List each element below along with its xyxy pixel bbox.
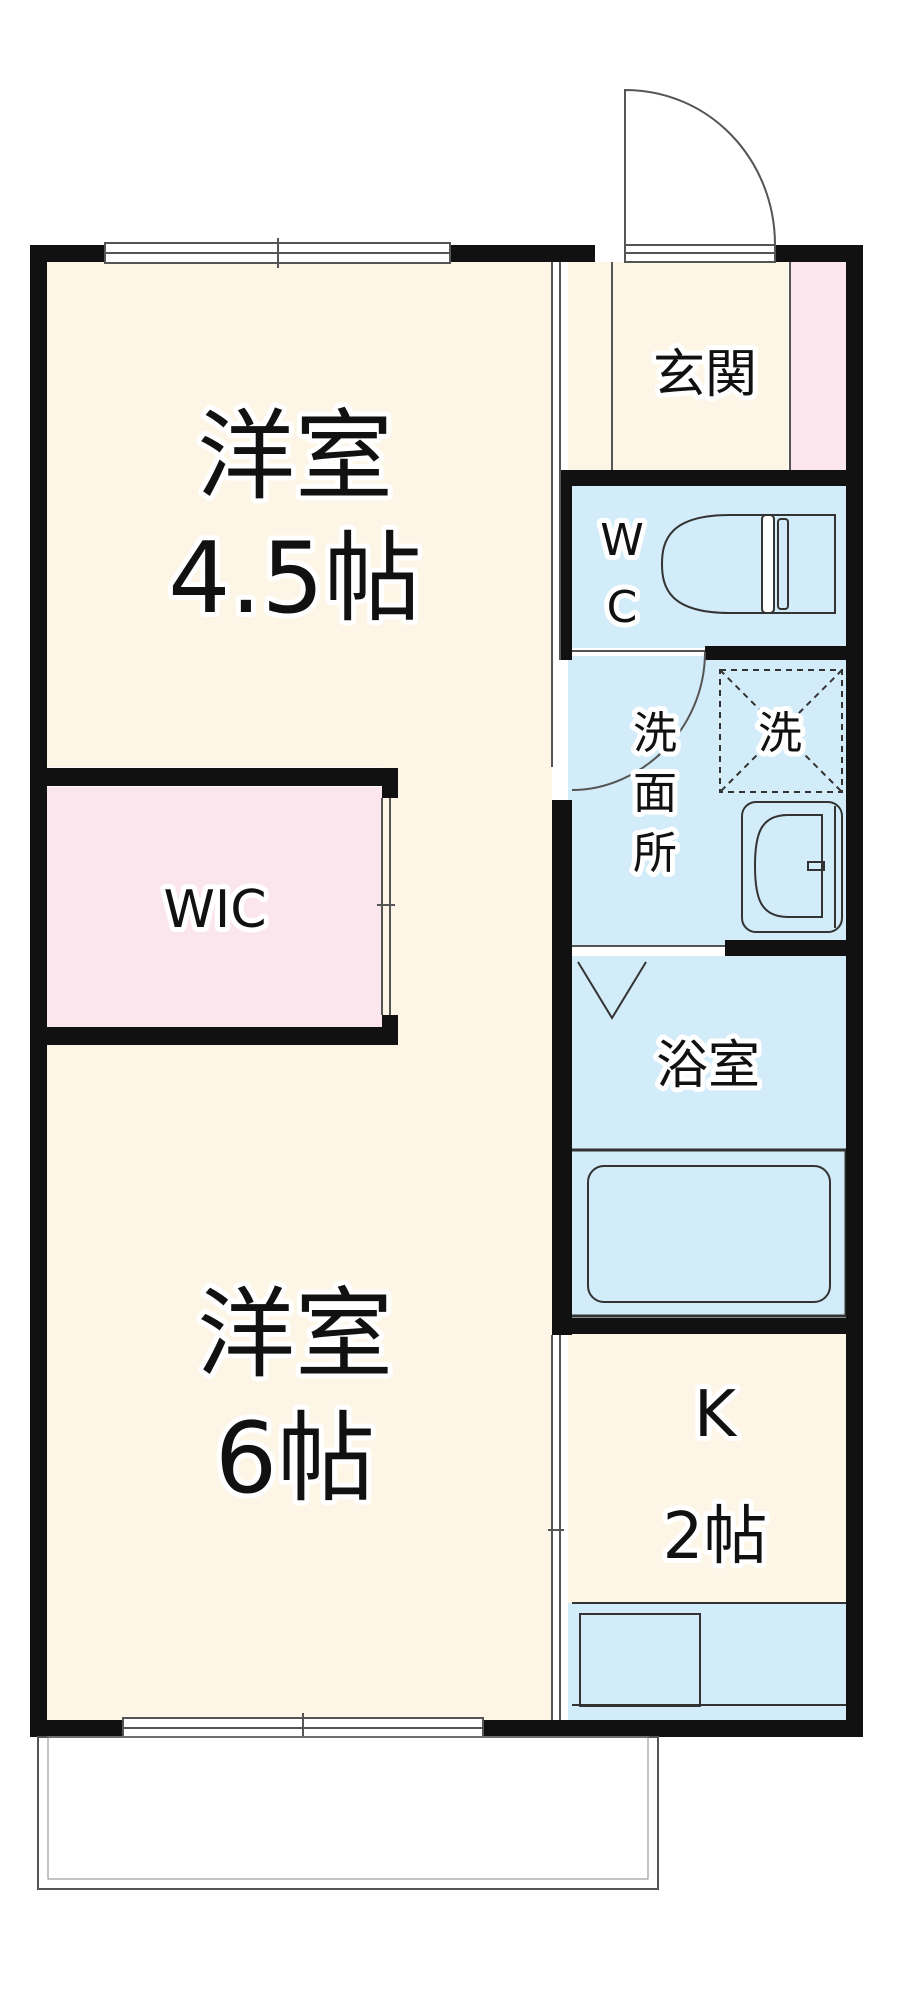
washroom-label-2: 面 <box>633 768 677 819</box>
wall-toilet-washroom <box>705 646 863 660</box>
shoe-box <box>790 262 848 472</box>
washroom-label-1: 洗 <box>633 708 677 759</box>
wall-core-bottom <box>552 1318 863 1334</box>
wall-left <box>30 245 47 1737</box>
wall-top-right-2 <box>775 245 863 262</box>
kitchen-counter <box>568 1603 848 1721</box>
washer-label: 洗 <box>758 708 802 759</box>
fixtures <box>568 514 848 1707</box>
wall-wic-top <box>30 768 398 786</box>
western-room-1-floor <box>42 262 552 767</box>
wash-basin <box>741 801 843 933</box>
kitchen-floor <box>568 1333 848 1603</box>
toilet-label-w: W <box>600 515 644 566</box>
western-room-2-floor <box>42 1027 552 1722</box>
floor-fills <box>42 262 848 1722</box>
entrance-floor <box>568 262 788 472</box>
wall-wic-right <box>382 768 398 798</box>
thin-lines <box>37 88 791 1890</box>
wall-right <box>846 245 863 1737</box>
wall-washroom-bath <box>725 940 863 956</box>
wall-core-left-mid <box>552 800 572 1335</box>
toilet-label-c: C <box>607 582 638 633</box>
balcony <box>37 1736 659 1890</box>
corridor-floor <box>382 767 552 1027</box>
washer-pan <box>719 669 843 793</box>
bathtub <box>568 1148 848 1318</box>
washroom-label-3: 所 <box>633 828 677 879</box>
kitchen-label-k: K <box>694 1378 738 1452</box>
walls <box>30 245 863 1737</box>
wic-floor <box>42 787 382 1027</box>
kitchen-sink <box>572 1602 846 1707</box>
wall-wic-right-2 <box>382 1015 398 1045</box>
wic-label: WIC <box>163 880 266 940</box>
bath-door-swing <box>577 961 647 1020</box>
bathroom-label: 浴室 <box>656 1036 760 1096</box>
wall-wic-bottom <box>30 1027 398 1045</box>
wall-core-top <box>560 470 863 486</box>
kitchen-label-size: 2帖 <box>663 1500 768 1574</box>
entrance-label: 玄関 <box>653 345 757 405</box>
entrance-door-swing <box>624 88 776 246</box>
wall-core-left-upper <box>560 470 572 660</box>
toilet-fixture <box>660 514 836 614</box>
wall-top-right <box>565 245 595 262</box>
room-2-size: 6帖 <box>215 1402 375 1516</box>
labels: 洋室 4.5帖 WIC 洋室 6帖 玄関 W C 洗 面 所 洗 浴室 K 2帖 <box>158 340 807 1579</box>
room-2-name: 洋室 <box>197 1278 393 1392</box>
room-1-name: 洋室 <box>197 400 393 514</box>
room-1-size: 4.5帖 <box>168 522 422 636</box>
